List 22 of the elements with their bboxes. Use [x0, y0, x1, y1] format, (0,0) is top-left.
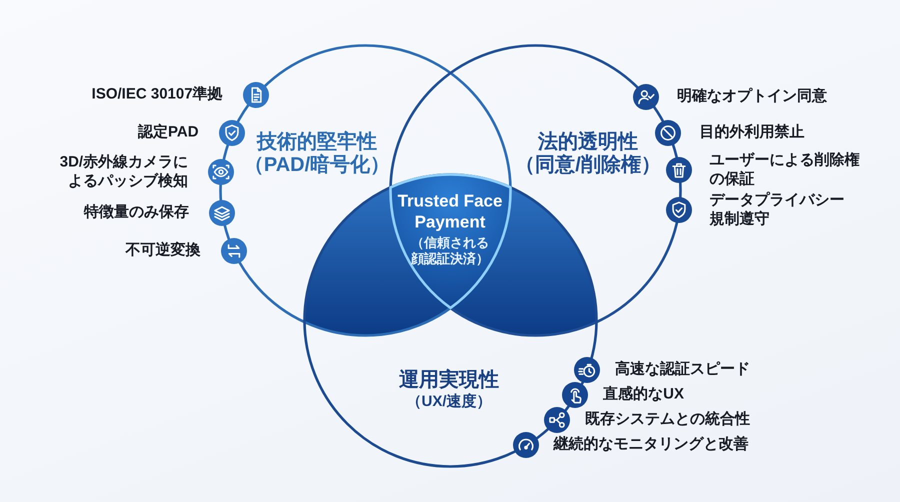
feature-label: 3D/赤外線カメラによるパッシブ検知 [58, 154, 188, 192]
circle-subtitle: （UX/速度） [406, 392, 492, 412]
circle-title: 技術的堅牢性 [257, 130, 377, 154]
feature-label: 高速な認証スピード [615, 360, 750, 380]
feature-label: ISO/IEC 30107準拠 [92, 85, 223, 104]
feature-label: 不可逆変換 [126, 242, 201, 261]
circle-subtitle: （同意/削除権） [515, 152, 661, 178]
circle-title: 運用実現性 [399, 368, 499, 392]
feature-label: 継続的なモニタリングと改善 [554, 436, 749, 454]
feature-label: 目的外利用禁止 [699, 124, 804, 143]
center-region [388, 172, 512, 309]
center-subtitle: （信頼される顔認証決済） [410, 235, 490, 267]
feature-label: 認定PAD [138, 124, 199, 143]
feature-label: 既存システムとの統合性 [584, 410, 750, 429]
feature-label: 明確なオプトイン同意 [677, 87, 828, 106]
circle-subtitle: （PAD/暗号化） [244, 152, 390, 178]
feature-label: ユーザーによる削除権の保証 [710, 151, 861, 189]
feature-label: データプライバシー規制遵守 [710, 191, 846, 229]
feature-label: 特徴量のみ保存 [84, 203, 189, 222]
feature-label: 直感的なUX [603, 386, 684, 405]
circle-title: 法的透明性 [538, 130, 638, 154]
center-title: Trusted Face Payment [396, 191, 504, 233]
